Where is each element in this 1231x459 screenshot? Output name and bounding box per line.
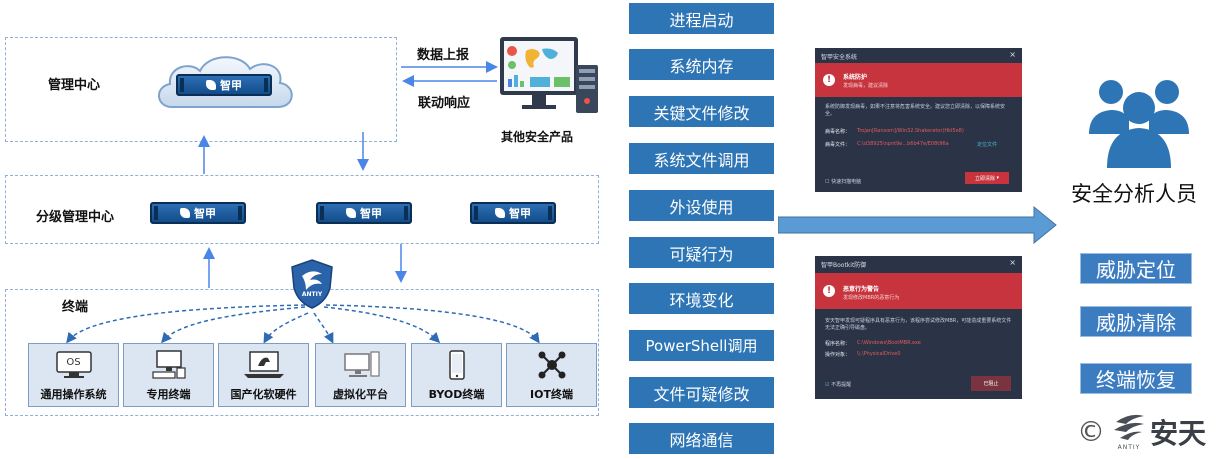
popup-title: 智甲安全系统 <box>821 54 858 61</box>
antiy-shield-icon: ANTIY <box>288 258 336 310</box>
clear-now-button[interactable]: 立即清除 ▾ <box>965 172 1009 184</box>
behavior-item: 关键文件修改 <box>629 96 774 127</box>
phone-icon <box>412 349 501 381</box>
analyst-label: 安全分析人员 <box>1071 182 1197 206</box>
alert-subheading: 发现病毒，建议清除 <box>843 83 889 89</box>
alert-body: 安天智甲发现可疑程序具有恶意行为，该程序尝试修改MBR，可能造成重要系统文件无法… <box>825 318 1012 331</box>
target-key: 操作对象： <box>825 352 851 358</box>
close-icon[interactable]: × <box>1009 50 1016 59</box>
management-center-label: 管理中心 <box>48 78 101 93</box>
terminal-label: 通用操作系统 <box>40 388 107 401</box>
dashboard-monitor-icon <box>498 35 602 120</box>
antiy-logo-text: ANTIY <box>1117 444 1141 451</box>
behavior-item: 可疑行为 <box>629 237 774 268</box>
alert-body: 系统防御发现病毒，如果不注意将危害系统安全。建议您立即清除，以保障系统安全。 <box>825 104 1006 117</box>
exclamation-icon: ! <box>823 74 835 86</box>
terminal-label: IOT终端 <box>530 388 573 401</box>
copyright-symbol: © <box>1077 415 1105 448</box>
terminal-special: 专用终端 <box>123 343 214 407</box>
os-icon-text: OS <box>66 357 81 368</box>
blocked-button[interactable]: 已阻止 <box>971 376 1011 391</box>
terminal-domestic: 国产化软硬件 <box>218 343 309 407</box>
popup-title: 智甲Bootkit防御 <box>821 262 867 269</box>
os-icon: OS <box>29 349 118 381</box>
terminal-zone-label: 终端 <box>62 300 89 315</box>
shield-small-icon <box>206 80 216 90</box>
virtual-platform-icon <box>316 349 405 381</box>
flow-arrow-icon <box>778 205 1057 245</box>
behavior-item: 系统内存 <box>629 49 774 80</box>
terminal-label: 专用终端 <box>146 388 191 401</box>
iot-icon <box>507 349 596 381</box>
shield-small-icon <box>346 208 356 218</box>
blocked-label: 已阻止 <box>983 381 999 387</box>
threat-locate-button: 威胁定位 <box>1080 253 1192 284</box>
other-products-label: 其他安全产品 <box>501 130 574 144</box>
tiered-device-1: 智甲 <box>150 202 246 224</box>
threat-clear-button: 威胁清除 <box>1080 306 1192 337</box>
behavior-item: 文件可疑修改 <box>629 377 774 408</box>
alert-heading: 系统防护 <box>843 74 868 81</box>
antiy-name: 安天 <box>1150 417 1207 450</box>
antiy-logo-icon: ANTIY <box>1112 412 1146 452</box>
virus-file-value: C:\d38925\npnt9e...b6b47e/E08t96a <box>857 141 949 147</box>
behavior-item: 环境变化 <box>629 283 774 314</box>
program-name-key: 程序名称： <box>825 341 851 347</box>
device-brand-label: 智甲 <box>194 207 216 220</box>
shield-small-icon <box>180 208 190 218</box>
tiered-center-zone <box>5 175 599 244</box>
device-brand-label: 智甲 <box>220 79 242 92</box>
analyst-group-icon <box>1087 68 1191 170</box>
link-arrows <box>401 61 498 87</box>
data-upload-label: 数据上报 <box>417 48 470 63</box>
shield-small-icon <box>495 208 505 218</box>
shield-text: ANTIY <box>301 291 323 298</box>
laptop-icon <box>219 349 308 381</box>
behavior-item: 系统文件调用 <box>629 143 774 174</box>
terminal-byod: BYOD终端 <box>411 343 502 407</box>
terminal-label: 国产化软硬件 <box>230 388 297 401</box>
behavior-item: 进程启动 <box>629 3 774 34</box>
clear-now-label: 立即清除 <box>974 175 995 182</box>
endpoint-recovery-button: 终端恢复 <box>1080 363 1192 394</box>
locate-file-link[interactable]: 定位文件 <box>977 142 998 148</box>
management-device: 智甲 <box>176 74 272 96</box>
exclamation-icon: ! <box>823 285 835 297</box>
quick-scan-checkbox[interactable]: ☐ 快速扫描电脑 <box>825 179 862 185</box>
device-brand-label: 智甲 <box>509 207 531 220</box>
virus-name-key: 病毒名称： <box>825 129 851 135</box>
linkage-response-label: 联动响应 <box>418 96 471 111</box>
tiered-device-3: 智甲 <box>470 202 556 224</box>
bootkit-alert-popup: 智甲Bootkit防御 × ! 恶意行为警告 发现修改MBR的恶意行为 安天智甲… <box>815 256 1022 399</box>
alert-banner: ! 系统防护 发现病毒，建议清除 <box>815 63 1022 97</box>
alert-banner: ! 恶意行为警告 发现修改MBR的恶意行为 <box>815 273 1022 309</box>
vertical-arrows-upper <box>198 132 369 174</box>
vertical-arrows-lower <box>203 244 407 288</box>
device-brand-label: 智甲 <box>360 207 382 220</box>
tiered-center-label: 分级管理中心 <box>36 210 115 225</box>
program-name-value: C:\Windows\BootMBR.exe <box>857 340 921 346</box>
terminal-label: 虚拟化平台 <box>333 388 388 401</box>
quick-scan-label: 快速扫描电脑 <box>831 179 862 185</box>
no-remind-label: 不再提醒 <box>831 382 852 388</box>
behavior-item: 网络通信 <box>629 423 774 454</box>
alert-subheading: 发现修改MBR的恶意行为 <box>843 295 900 301</box>
workstation-icon <box>124 349 213 381</box>
virus-name-value: Trojan[Ransom]/Win32.Shakerator(Hkl5e8) <box>857 128 964 134</box>
terminal-label: BYOD终端 <box>428 388 485 401</box>
close-icon[interactable]: × <box>1009 258 1016 267</box>
behavior-item: PowerShell调用 <box>629 330 774 361</box>
tiered-device-2: 智甲 <box>316 202 412 224</box>
target-value: \\.\PhysicalDrive0 <box>857 351 901 357</box>
distribution-arrows <box>66 304 540 344</box>
no-remind-checkbox[interactable]: ☑ 不再提醒 <box>825 382 852 388</box>
terminal-virtualization: 虚拟化平台 <box>315 343 406 407</box>
terminal-general-os: OS 通用操作系统 <box>28 343 119 407</box>
behavior-item: 外设使用 <box>629 190 774 221</box>
virus-file-key: 病毒文件： <box>825 142 851 148</box>
alert-heading: 恶意行为警告 <box>843 286 880 293</box>
terminal-iot: IOT终端 <box>506 343 597 407</box>
virus-alert-popup: 智甲安全系统 × ! 系统防护 发现病毒，建议清除 系统防御发现病毒，如果不注意… <box>815 48 1022 192</box>
